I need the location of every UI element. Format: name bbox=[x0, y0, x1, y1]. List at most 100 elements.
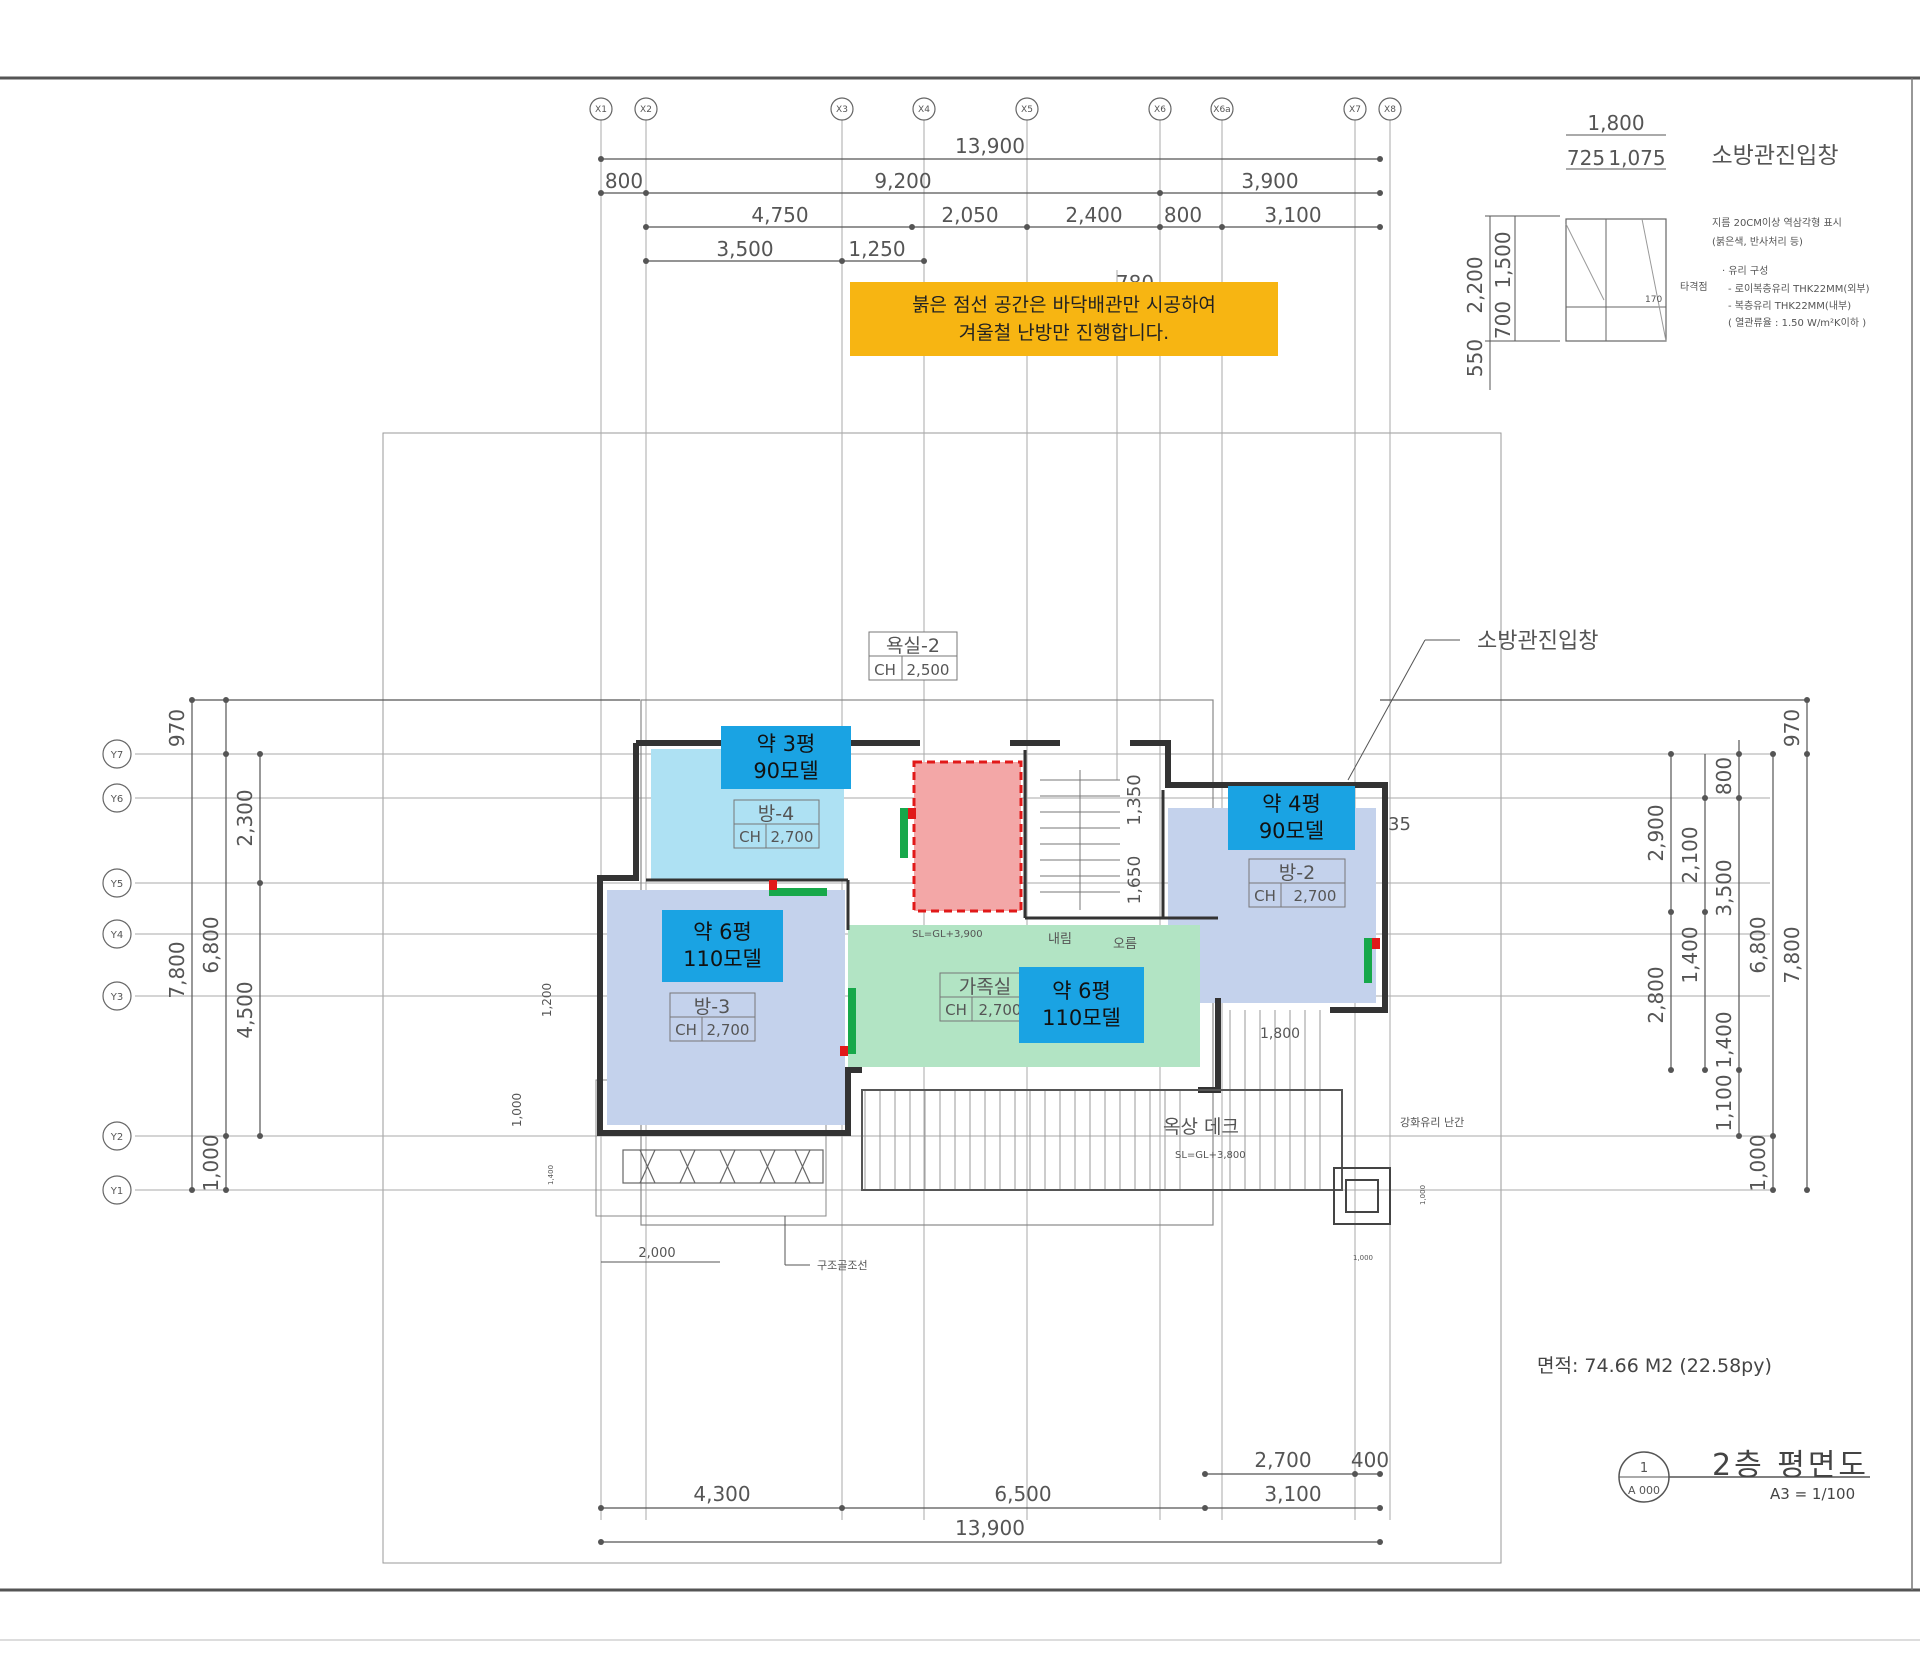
glass-rail-label: 강화유리 난간 bbox=[1400, 1116, 1464, 1129]
dim-bottom-row2: 6,500 bbox=[994, 1482, 1051, 1506]
window-width-part: 725 bbox=[1567, 146, 1605, 170]
dim-top-row2: 3,900 bbox=[1241, 169, 1298, 193]
drawing-title: 2층 평면도 bbox=[1712, 1448, 1870, 1483]
grid-x-label: X1 bbox=[595, 105, 607, 115]
room-ch: CH bbox=[874, 661, 896, 679]
window-strike-point: 타격점 bbox=[1680, 280, 1708, 293]
area-tag-model: 90모델 bbox=[1258, 819, 1325, 843]
floor-area: 면적: 74.66 M2 (22.58py) bbox=[1537, 1355, 1772, 1377]
grid-x-label: X4 bbox=[918, 105, 930, 115]
window-note: - 복층유리 THK22MM(내부) bbox=[1728, 300, 1851, 312]
area-tag-size: 약 6평 bbox=[1052, 979, 1111, 1003]
grid-y-label: Y1 bbox=[110, 1186, 123, 1197]
dim-right-c2: 2,100 bbox=[1678, 826, 1702, 883]
area-tag-room-4: 약 3평 90모델 bbox=[721, 726, 851, 789]
roof-deck-label: 옥상 데크 bbox=[1163, 1116, 1239, 1138]
grid-x-label: X8 bbox=[1384, 105, 1396, 115]
room-label: 방-4 bbox=[758, 803, 794, 825]
window-detail-title: 소방관진입창 bbox=[1712, 143, 1839, 169]
dim-left-inner: 2,300 bbox=[233, 789, 257, 846]
dim-note: 35 bbox=[1388, 814, 1411, 835]
dim-left-outer: 7,800 bbox=[165, 941, 189, 998]
grid-y-label: Y4 bbox=[110, 930, 123, 941]
window-note: 지름 20CM이상 역삼각형 표시 bbox=[1712, 217, 1842, 229]
heating-note: 붉은 점선 공간은 바닥배관만 시공하여 겨울철 난방만 진행합니다. bbox=[850, 282, 1278, 356]
area-tag-room-2: 약 4평 90모델 bbox=[1228, 786, 1355, 850]
dim-bottom-total: 13,900 bbox=[955, 1516, 1025, 1540]
heating-note-line: 겨울철 난방만 진행합니다. bbox=[958, 322, 1170, 344]
room-label: 가족실 bbox=[959, 976, 1011, 998]
dim-top-row3: 3,100 bbox=[1264, 203, 1321, 227]
room-ch: CH bbox=[739, 828, 761, 846]
room-height: 2,500 bbox=[907, 661, 950, 679]
dim-top-row3: 2,400 bbox=[1065, 203, 1122, 227]
dim-top-row3: 2,050 bbox=[941, 203, 998, 227]
window-detail bbox=[1485, 134, 1667, 390]
dim-right-outer: 7,800 bbox=[1780, 926, 1804, 983]
grid-y-label: Y7 bbox=[110, 750, 123, 761]
dim-right-c3: 800 bbox=[1712, 757, 1736, 795]
dim-bottom-row2: 3,100 bbox=[1264, 1482, 1321, 1506]
dim-note: 1,400 bbox=[547, 1165, 555, 1185]
level-label: SL=GL+3,800 bbox=[1175, 1150, 1246, 1161]
window-note: - 로이복층유리 THK22MM(외부) bbox=[1728, 283, 1870, 295]
room-height: 2,700 bbox=[1294, 887, 1337, 905]
dim-top-row2: 800 bbox=[605, 169, 643, 193]
dim-note: 1,650 bbox=[1125, 856, 1145, 905]
bathroom-fill[interactable] bbox=[912, 760, 1023, 913]
grid-x-label: X6a bbox=[1213, 105, 1230, 115]
dim-top-total: 13,900 bbox=[955, 134, 1025, 158]
dim-right-c3: 1,400 bbox=[1712, 1011, 1736, 1068]
grid-y-label: Y6 bbox=[110, 794, 123, 805]
window-height: 2,200 bbox=[1463, 256, 1487, 313]
stairs-down-label: 내림 bbox=[1048, 932, 1072, 947]
dim-right-c1: 2,900 bbox=[1644, 804, 1668, 861]
room-label: 방-2 bbox=[1279, 862, 1315, 884]
dim-top-row2: 9,200 bbox=[874, 169, 931, 193]
window-note: ( 열관류율 : 1.50 W/m²K이하 ) bbox=[1728, 316, 1866, 329]
grid-x-bubbles bbox=[589, 97, 1402, 121]
window-height: 1,500 bbox=[1491, 231, 1515, 288]
grid-x-label: X3 bbox=[836, 105, 848, 115]
room-label: 욕실-2 bbox=[886, 635, 940, 657]
stairs-up-label: 오름 bbox=[1113, 937, 1137, 952]
grid-x-label: X6 bbox=[1154, 105, 1166, 115]
room-height: 2,700 bbox=[707, 1021, 750, 1039]
grid-y-bubbles bbox=[102, 739, 132, 1205]
fire-window-label: 소방관진입창 bbox=[1477, 629, 1598, 654]
grid-x-label: X5 bbox=[1021, 105, 1033, 115]
dim-note: 1,350 bbox=[1124, 774, 1145, 826]
dim-bottom-row2: 4,300 bbox=[693, 1482, 750, 1506]
grid-y-label: Y5 bbox=[110, 879, 123, 890]
dim-top-row4: 3,500 bbox=[716, 237, 773, 261]
grid-x-label: X2 bbox=[640, 105, 652, 115]
room-ch: CH bbox=[675, 1021, 697, 1039]
grid-y-label: Y3 bbox=[110, 992, 123, 1003]
dim-left-mid: 970 bbox=[165, 709, 189, 747]
area-tag-room-3: 약 6평 110모델 bbox=[662, 910, 783, 982]
grid-y-label: Y2 bbox=[110, 1132, 123, 1143]
structure-line-label: 구조골조선 bbox=[817, 1259, 868, 1272]
room-height: 2,700 bbox=[771, 828, 814, 846]
area-tag-family-room: 약 6평 110모델 bbox=[1019, 967, 1144, 1043]
window-note: · 유리 구성 bbox=[1722, 265, 1768, 277]
dim-right-c3: 1,100 bbox=[1712, 1074, 1736, 1131]
room-ch: CH bbox=[1254, 887, 1276, 905]
dim-right-outer: 970 bbox=[1780, 709, 1804, 747]
dim-note: 1,000 bbox=[510, 1093, 524, 1127]
dim-left-inner: 4,500 bbox=[233, 981, 257, 1038]
room-height: 2,700 bbox=[979, 1001, 1022, 1019]
grid-x-label: X7 bbox=[1349, 105, 1361, 115]
dim-note: 1,000 bbox=[1353, 1254, 1373, 1262]
dim-bottom-row1: 400 bbox=[1351, 1448, 1389, 1472]
window-small-label: 170 bbox=[1645, 295, 1662, 305]
dim-left-mid: 1,000 bbox=[199, 1134, 223, 1191]
area-tag-size: 약 3평 bbox=[756, 731, 816, 756]
dim-note: 1,000 bbox=[1419, 1185, 1427, 1205]
dim-top-row3: 4,750 bbox=[751, 203, 808, 227]
area-tag-model: 90모델 bbox=[753, 758, 819, 783]
dim-right-c2: 1,400 bbox=[1678, 926, 1702, 983]
window-width-part: 1,075 bbox=[1608, 146, 1665, 170]
area-tag-size: 약 4평 bbox=[1262, 792, 1321, 816]
